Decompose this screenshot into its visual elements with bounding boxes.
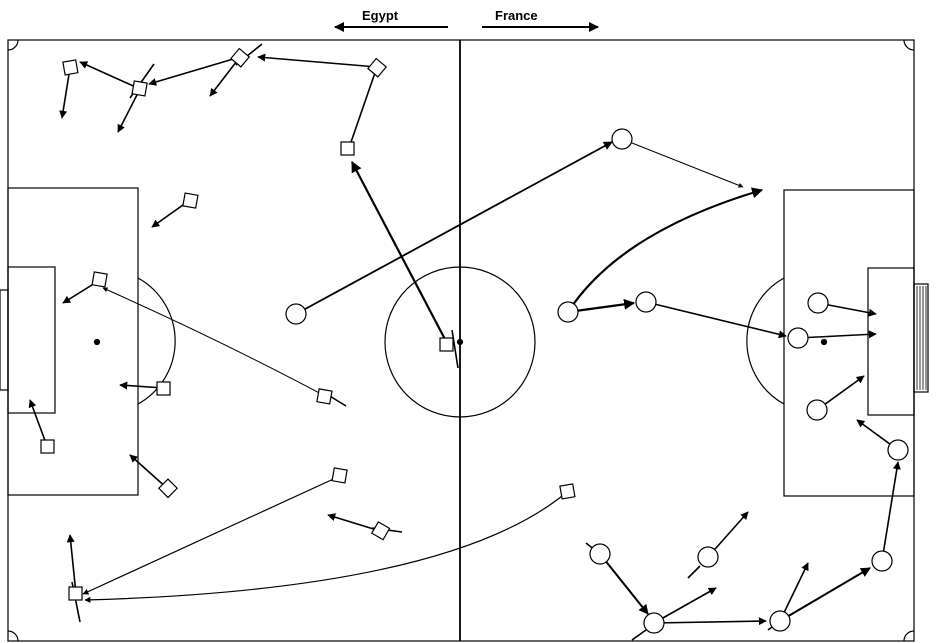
facing-mark: [451, 329, 459, 369]
right-goal-area: [867, 267, 915, 416]
pitch-markings: [0, 39, 929, 642]
france-player-circle: [871, 550, 893, 572]
move-arrow: [28, 399, 48, 447]
france-player-circle: [285, 303, 307, 325]
right-goal-net: [916, 286, 927, 390]
left-penalty-arc: [137, 277, 176, 405]
right-penalty-spot: [820, 338, 828, 346]
egypt-player-square: [370, 521, 391, 541]
egypt-player-square: [68, 586, 83, 601]
corner-arc-tl: [7, 39, 19, 51]
france-players: [285, 128, 909, 634]
egypt-player-square: [230, 47, 251, 68]
move-arrow: [79, 61, 141, 90]
egypt-player-square: [156, 381, 171, 396]
move-arrow: [119, 381, 164, 390]
egypt-player-square: [91, 271, 108, 288]
move-arrow: [797, 330, 877, 339]
move-arrow: [66, 534, 77, 595]
left-goal-area: [7, 266, 56, 414]
center-spot: [456, 338, 464, 346]
right-goal: [913, 283, 929, 393]
egypt-player-square: [559, 483, 576, 500]
move-arrow: [621, 138, 744, 188]
move-arrow: [84, 491, 568, 603]
move-arrow: [779, 562, 809, 622]
france-player-circle: [557, 301, 579, 323]
egypt-player-square: [182, 192, 199, 209]
corner-arc-bl: [7, 630, 19, 642]
move-arrow: [779, 567, 871, 622]
move-arrow: [351, 161, 449, 346]
move-arrow: [148, 56, 241, 86]
move-arrow: [653, 587, 717, 624]
france-movements: [295, 138, 901, 641]
france-player-circle: [807, 292, 829, 314]
move-arrow: [295, 141, 613, 315]
move-arrow: [881, 461, 901, 562]
move-arrow: [117, 88, 141, 133]
france-player-circle: [611, 128, 633, 150]
corner-arc-tr: [903, 39, 915, 51]
center-circle: [384, 266, 536, 418]
egypt-player-square: [439, 337, 454, 352]
egypt-player-square: [40, 439, 55, 454]
facing-mark: [687, 565, 701, 579]
corner-arc-br: [903, 630, 915, 642]
left-penalty-area: [7, 187, 139, 496]
move-arrow: [209, 56, 241, 97]
france-label: France: [495, 8, 538, 23]
egypt-player-square: [62, 59, 79, 76]
right-penalty-arc: [746, 277, 785, 405]
egypt-player-square: [367, 57, 388, 78]
egypt-movements: [28, 43, 568, 623]
france-player-circle: [787, 327, 809, 349]
direction-header: Egypt France: [334, 8, 599, 32]
egypt-label: Egypt: [362, 8, 399, 23]
france-player-circle: [697, 546, 719, 568]
move-arrow: [257, 53, 378, 68]
move-arrow: [645, 301, 787, 339]
facing-mark: [631, 629, 647, 641]
france-player-circle: [635, 291, 657, 313]
france-player-circle: [643, 612, 665, 634]
move-arrow: [129, 454, 169, 490]
move-arrow: [327, 513, 381, 532]
egypt-player-square: [331, 467, 348, 484]
france-player-circle: [589, 543, 611, 565]
france-player-circle: [806, 399, 828, 421]
france-player-circle: [887, 439, 909, 461]
move-arrow: [349, 66, 378, 146]
france-player-circle: [769, 610, 791, 632]
left-goal: [0, 289, 9, 391]
egypt-players: [40, 47, 576, 601]
move-arrow: [102, 287, 326, 397]
move-arrow: [59, 67, 71, 119]
left-penalty-spot: [93, 338, 101, 346]
move-arrow: [82, 475, 341, 595]
egypt-player-square: [316, 388, 333, 405]
egypt-player-square: [157, 478, 179, 499]
move-arrow: [567, 298, 636, 314]
move-arrow: [567, 187, 764, 313]
egypt-player-square: [131, 80, 148, 97]
move-arrow: [599, 553, 649, 615]
move-arrow: [653, 617, 767, 626]
egypt-player-square: [340, 141, 355, 156]
